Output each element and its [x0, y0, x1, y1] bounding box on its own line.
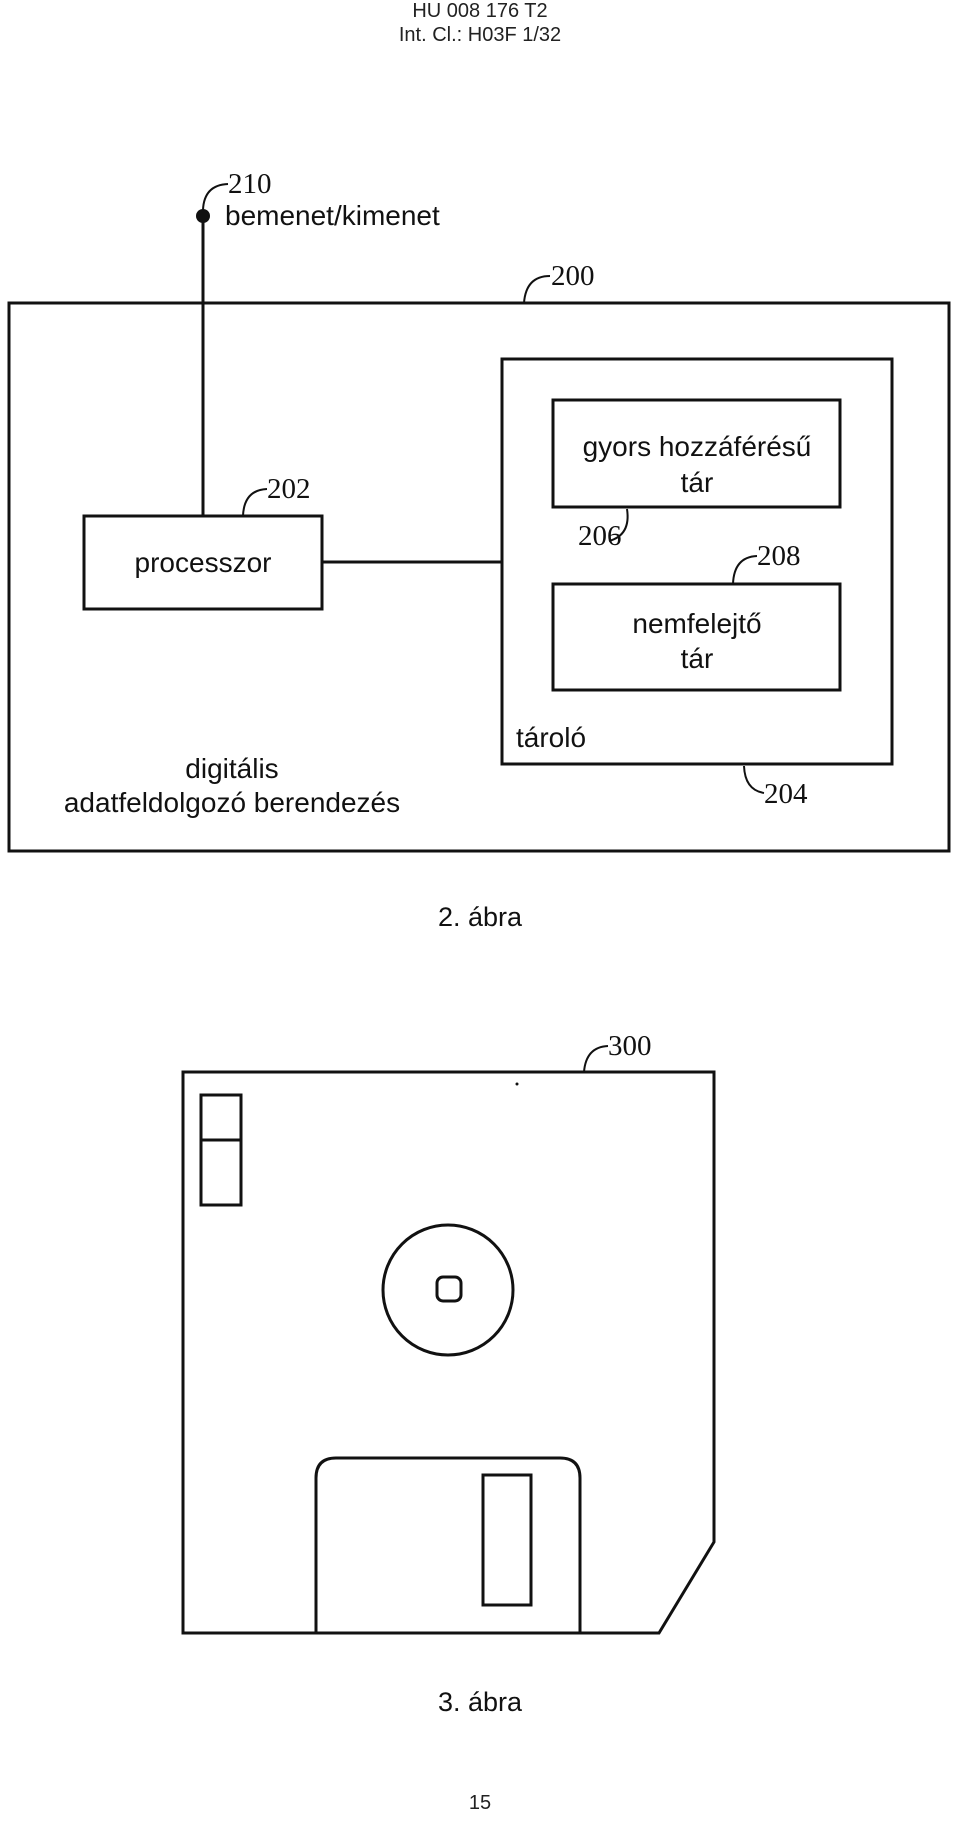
ref-202: 202	[267, 473, 311, 505]
ram-label-line1: gyors hozzáférésű	[583, 431, 812, 462]
nvm-label-line1: nemfelejtő	[632, 608, 761, 639]
disk-outline	[181, 1070, 716, 1635]
ram-box	[551, 398, 842, 509]
io-terminal-dot	[196, 209, 210, 223]
leader-204	[743, 765, 765, 794]
storage-box	[500, 357, 894, 766]
disk-hub	[381, 1223, 515, 1357]
ref-210: 210	[228, 168, 272, 200]
storage-label: tároló	[516, 722, 586, 753]
page-number: 15	[468, 1792, 492, 1814]
device-label-line2: adatfeldolgozó berendezés	[64, 787, 400, 818]
leader-202	[242, 488, 268, 517]
classification: Int. Cl.: H03F 1/32	[398, 24, 562, 46]
leader-210	[202, 183, 229, 211]
nvm-label-line2: tár	[681, 643, 714, 674]
ref-200: 200	[551, 260, 595, 292]
device-label-line1: digitális	[185, 753, 278, 784]
speck	[515, 1082, 519, 1086]
ram-label-line2: tár	[681, 467, 714, 498]
io-label: bemenet/kimenet	[225, 200, 440, 231]
spindle-hole	[435, 1275, 463, 1303]
figure-3-caption: 3. ábra	[437, 1687, 523, 1717]
metal-shutter	[314, 1456, 582, 1633]
processor-label: processzor	[135, 547, 272, 578]
write-protect-tab	[199, 1093, 243, 1207]
leader-208	[732, 555, 758, 585]
leader-206	[608, 508, 629, 542]
leader-200	[523, 275, 551, 304]
leader-300	[583, 1045, 609, 1073]
patent-number: HU 008 176 T2	[412, 0, 548, 22]
ref-208: 208	[757, 540, 801, 572]
ref-204: 204	[764, 778, 808, 810]
ref-206: 206	[578, 520, 622, 552]
shutter-window	[481, 1473, 533, 1607]
figure-2-caption: 2. ábra	[437, 902, 523, 932]
device-box	[7, 301, 951, 853]
ref-300: 300	[608, 1030, 652, 1062]
nvm-box	[551, 582, 842, 692]
